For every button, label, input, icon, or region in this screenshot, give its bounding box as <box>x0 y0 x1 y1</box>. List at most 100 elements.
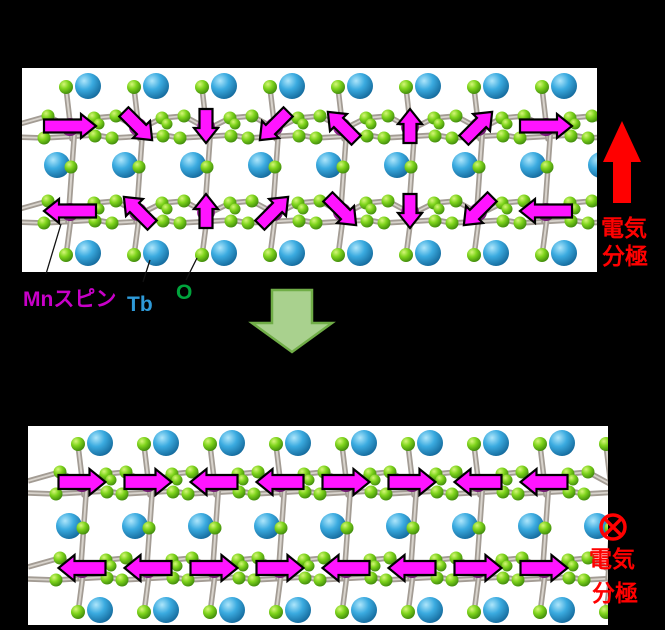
bond-highlight <box>610 88 616 139</box>
o-atom <box>49 573 63 587</box>
o-atom <box>105 216 119 230</box>
o-atom <box>496 129 510 143</box>
o-atom <box>496 214 510 228</box>
tb-atom <box>483 597 509 623</box>
tb-atom <box>417 597 443 623</box>
spin-arrow-e <box>189 552 240 584</box>
o-atom <box>109 194 123 208</box>
tb-atom <box>122 513 148 539</box>
o-atom <box>501 203 513 215</box>
o-atom <box>100 485 114 499</box>
o-atom <box>335 437 349 451</box>
tb-atom <box>254 513 280 539</box>
spin-arrow-n <box>395 107 425 145</box>
tb-atom <box>551 73 577 99</box>
o-atom <box>303 560 315 572</box>
spin-arrow-w <box>122 552 173 584</box>
polarization-bottom-label-line2: 分極 <box>592 580 638 606</box>
tb-atom <box>153 430 179 456</box>
tb-atom <box>417 430 443 456</box>
tb-atom <box>351 430 377 456</box>
spin-arrow-sw <box>258 105 295 142</box>
spin-arrow-w <box>254 466 305 498</box>
o-atom <box>404 160 418 174</box>
o-atom <box>381 109 395 123</box>
o-atom <box>513 216 527 230</box>
tb-atom <box>320 513 346 539</box>
o-atom <box>245 194 259 208</box>
o-atom <box>263 80 277 94</box>
o-atom <box>142 521 156 535</box>
lattice <box>28 430 645 623</box>
tb-atom <box>551 240 577 266</box>
o-atom <box>513 131 527 145</box>
spin-arrow-w <box>452 466 503 498</box>
o-atom <box>331 248 345 262</box>
tb-atom <box>188 513 214 539</box>
o-atom <box>88 129 102 143</box>
spin-arrow-e <box>518 111 574 141</box>
tb-atom <box>520 152 546 178</box>
tb-atom <box>415 240 441 266</box>
tb-atom <box>87 597 113 623</box>
tb-atom <box>549 597 575 623</box>
o-atom <box>224 214 238 228</box>
o-atom <box>229 203 241 215</box>
bond <box>610 88 616 139</box>
o-atom <box>435 474 447 486</box>
o-atom <box>365 118 377 130</box>
o-atom <box>567 474 579 486</box>
tb-atom <box>384 152 410 178</box>
o-atom <box>379 573 393 587</box>
o-atom <box>633 130 646 143</box>
o-atom <box>76 521 90 535</box>
o-atom <box>161 203 173 215</box>
tb-atom <box>143 240 169 266</box>
o-atom <box>581 131 595 145</box>
tb-atom <box>347 73 373 99</box>
o-atom <box>71 437 85 451</box>
o-atom <box>638 119 649 130</box>
tb-atom <box>483 240 509 266</box>
o-atom <box>445 573 459 587</box>
o-atom <box>599 437 608 451</box>
o-atom <box>331 80 345 94</box>
o-atom <box>401 437 415 451</box>
o-atom <box>511 573 525 587</box>
o-atom <box>241 216 255 230</box>
lattice <box>22 73 649 266</box>
o-atom <box>445 131 459 145</box>
tb-atom <box>75 73 101 99</box>
o-atom <box>628 468 641 481</box>
tb-atom <box>143 73 169 99</box>
tb-atom <box>112 152 138 178</box>
o-atom <box>467 248 481 262</box>
o-atom <box>237 560 249 572</box>
spin-arrow-e <box>123 466 174 498</box>
o-atom <box>406 521 420 535</box>
o-atom <box>629 486 642 499</box>
spin-arrow-e <box>387 466 438 498</box>
o-atom <box>156 129 170 143</box>
spin-arrow-s <box>191 107 221 145</box>
spin-arrow-w <box>518 196 574 226</box>
spin-arrow-n <box>191 192 221 230</box>
spin-arrow-w <box>42 196 98 226</box>
o-atom <box>381 194 395 208</box>
o-atom <box>132 160 146 174</box>
o-atom <box>435 560 447 572</box>
o-atom <box>263 248 277 262</box>
o-atom <box>241 131 255 145</box>
spin-arrow-w <box>518 466 569 498</box>
o-atom <box>232 571 246 585</box>
o-atom <box>428 214 442 228</box>
o-atom <box>585 109 597 123</box>
o-atom <box>156 214 170 228</box>
o-atom <box>195 80 209 94</box>
o-atom <box>340 521 354 535</box>
tb-atom <box>518 513 544 539</box>
o-atom <box>309 216 323 230</box>
o-atom <box>173 131 187 145</box>
o-atom <box>634 475 645 486</box>
